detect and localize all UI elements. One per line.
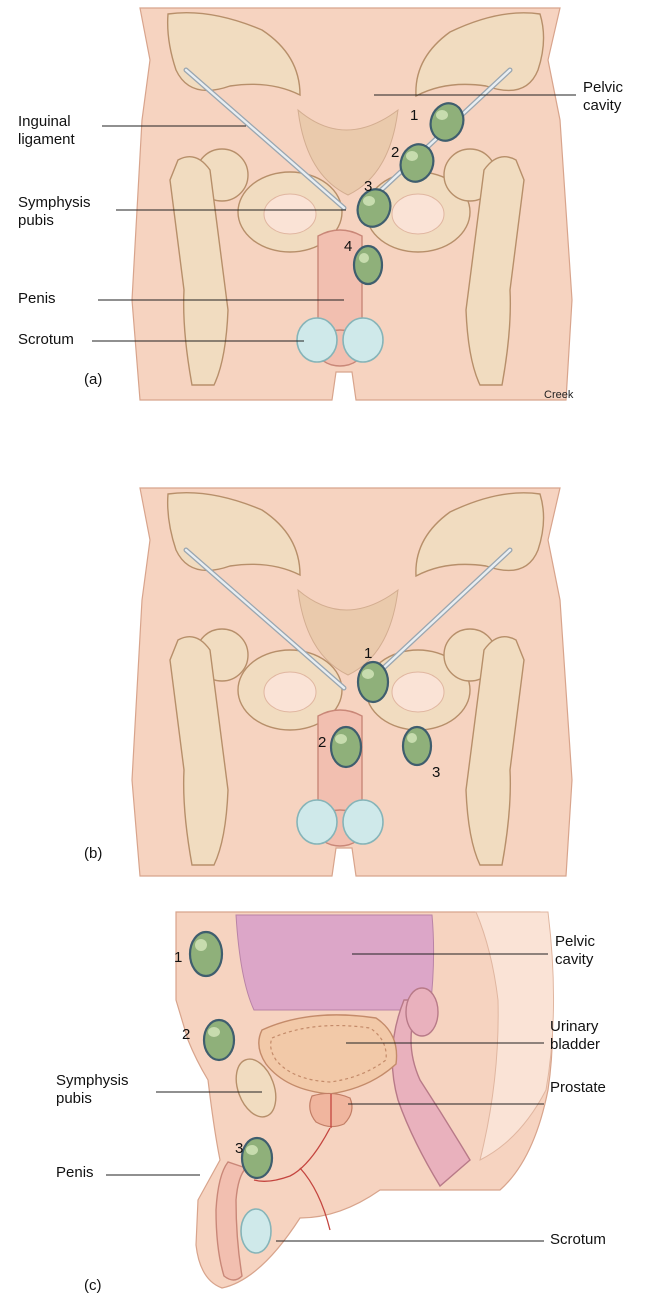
node-number-a-4: 4 bbox=[344, 238, 352, 255]
label-scrotum-a: Scrotum bbox=[18, 331, 74, 348]
panel-tag-b: (b) bbox=[84, 845, 102, 862]
panel-b-illustration bbox=[132, 488, 572, 876]
label-scrotum-c: Scrotum bbox=[550, 1231, 606, 1248]
lymph-node-c-3 bbox=[242, 1138, 272, 1178]
label-pelvic-cavity-c: Pelvic cavity bbox=[555, 933, 599, 968]
lymph-node-b-1 bbox=[358, 662, 388, 702]
node-number-b-3: 3 bbox=[432, 764, 440, 781]
node-number-a-1: 1 bbox=[410, 107, 418, 124]
panel-b: 1 2 3 (b) bbox=[84, 488, 572, 876]
lymph-node-b-3 bbox=[403, 727, 431, 765]
node-number-c-3: 3 bbox=[235, 1140, 243, 1157]
node-number-c-2: 2 bbox=[182, 1026, 190, 1043]
label-penis-c: Penis bbox=[56, 1164, 94, 1181]
lymph-node-a-4 bbox=[354, 246, 382, 284]
label-inguinal-ligament: Inguinal ligament bbox=[18, 113, 76, 148]
label-penis-a: Penis bbox=[18, 290, 56, 307]
panel-a: 1 2 3 4 Inguinal ligament Symphysis pubi… bbox=[18, 8, 627, 401]
node-number-b-1: 1 bbox=[364, 645, 372, 662]
node-number-a-3: 3 bbox=[364, 178, 372, 195]
node-number-c-1: 1 bbox=[174, 949, 182, 966]
panel-c: 1 2 3 Pelvic cavity Urinary bladder Symp… bbox=[56, 912, 606, 1294]
label-symphysis-pubis-c: Symphysis pubis bbox=[56, 1072, 133, 1107]
label-prostate: Prostate bbox=[550, 1079, 606, 1096]
panel-c-illustration bbox=[176, 912, 554, 1288]
node-number-b-2: 2 bbox=[318, 734, 326, 751]
lymph-node-c-2 bbox=[204, 1020, 234, 1060]
label-symphysis-pubis-a: Symphysis pubis bbox=[18, 194, 95, 229]
panel-tag-c: (c) bbox=[84, 1277, 102, 1294]
lymph-node-c-1 bbox=[190, 932, 222, 976]
lymph-node-b-2 bbox=[331, 727, 361, 767]
node-number-a-2: 2 bbox=[391, 144, 399, 161]
label-pelvic-cavity-a: Pelvic cavity bbox=[583, 79, 627, 114]
panel-tag-a: (a) bbox=[84, 371, 102, 388]
label-urinary-bladder: Urinary bladder bbox=[550, 1018, 603, 1053]
illustrator-credit: Creek bbox=[544, 389, 574, 401]
